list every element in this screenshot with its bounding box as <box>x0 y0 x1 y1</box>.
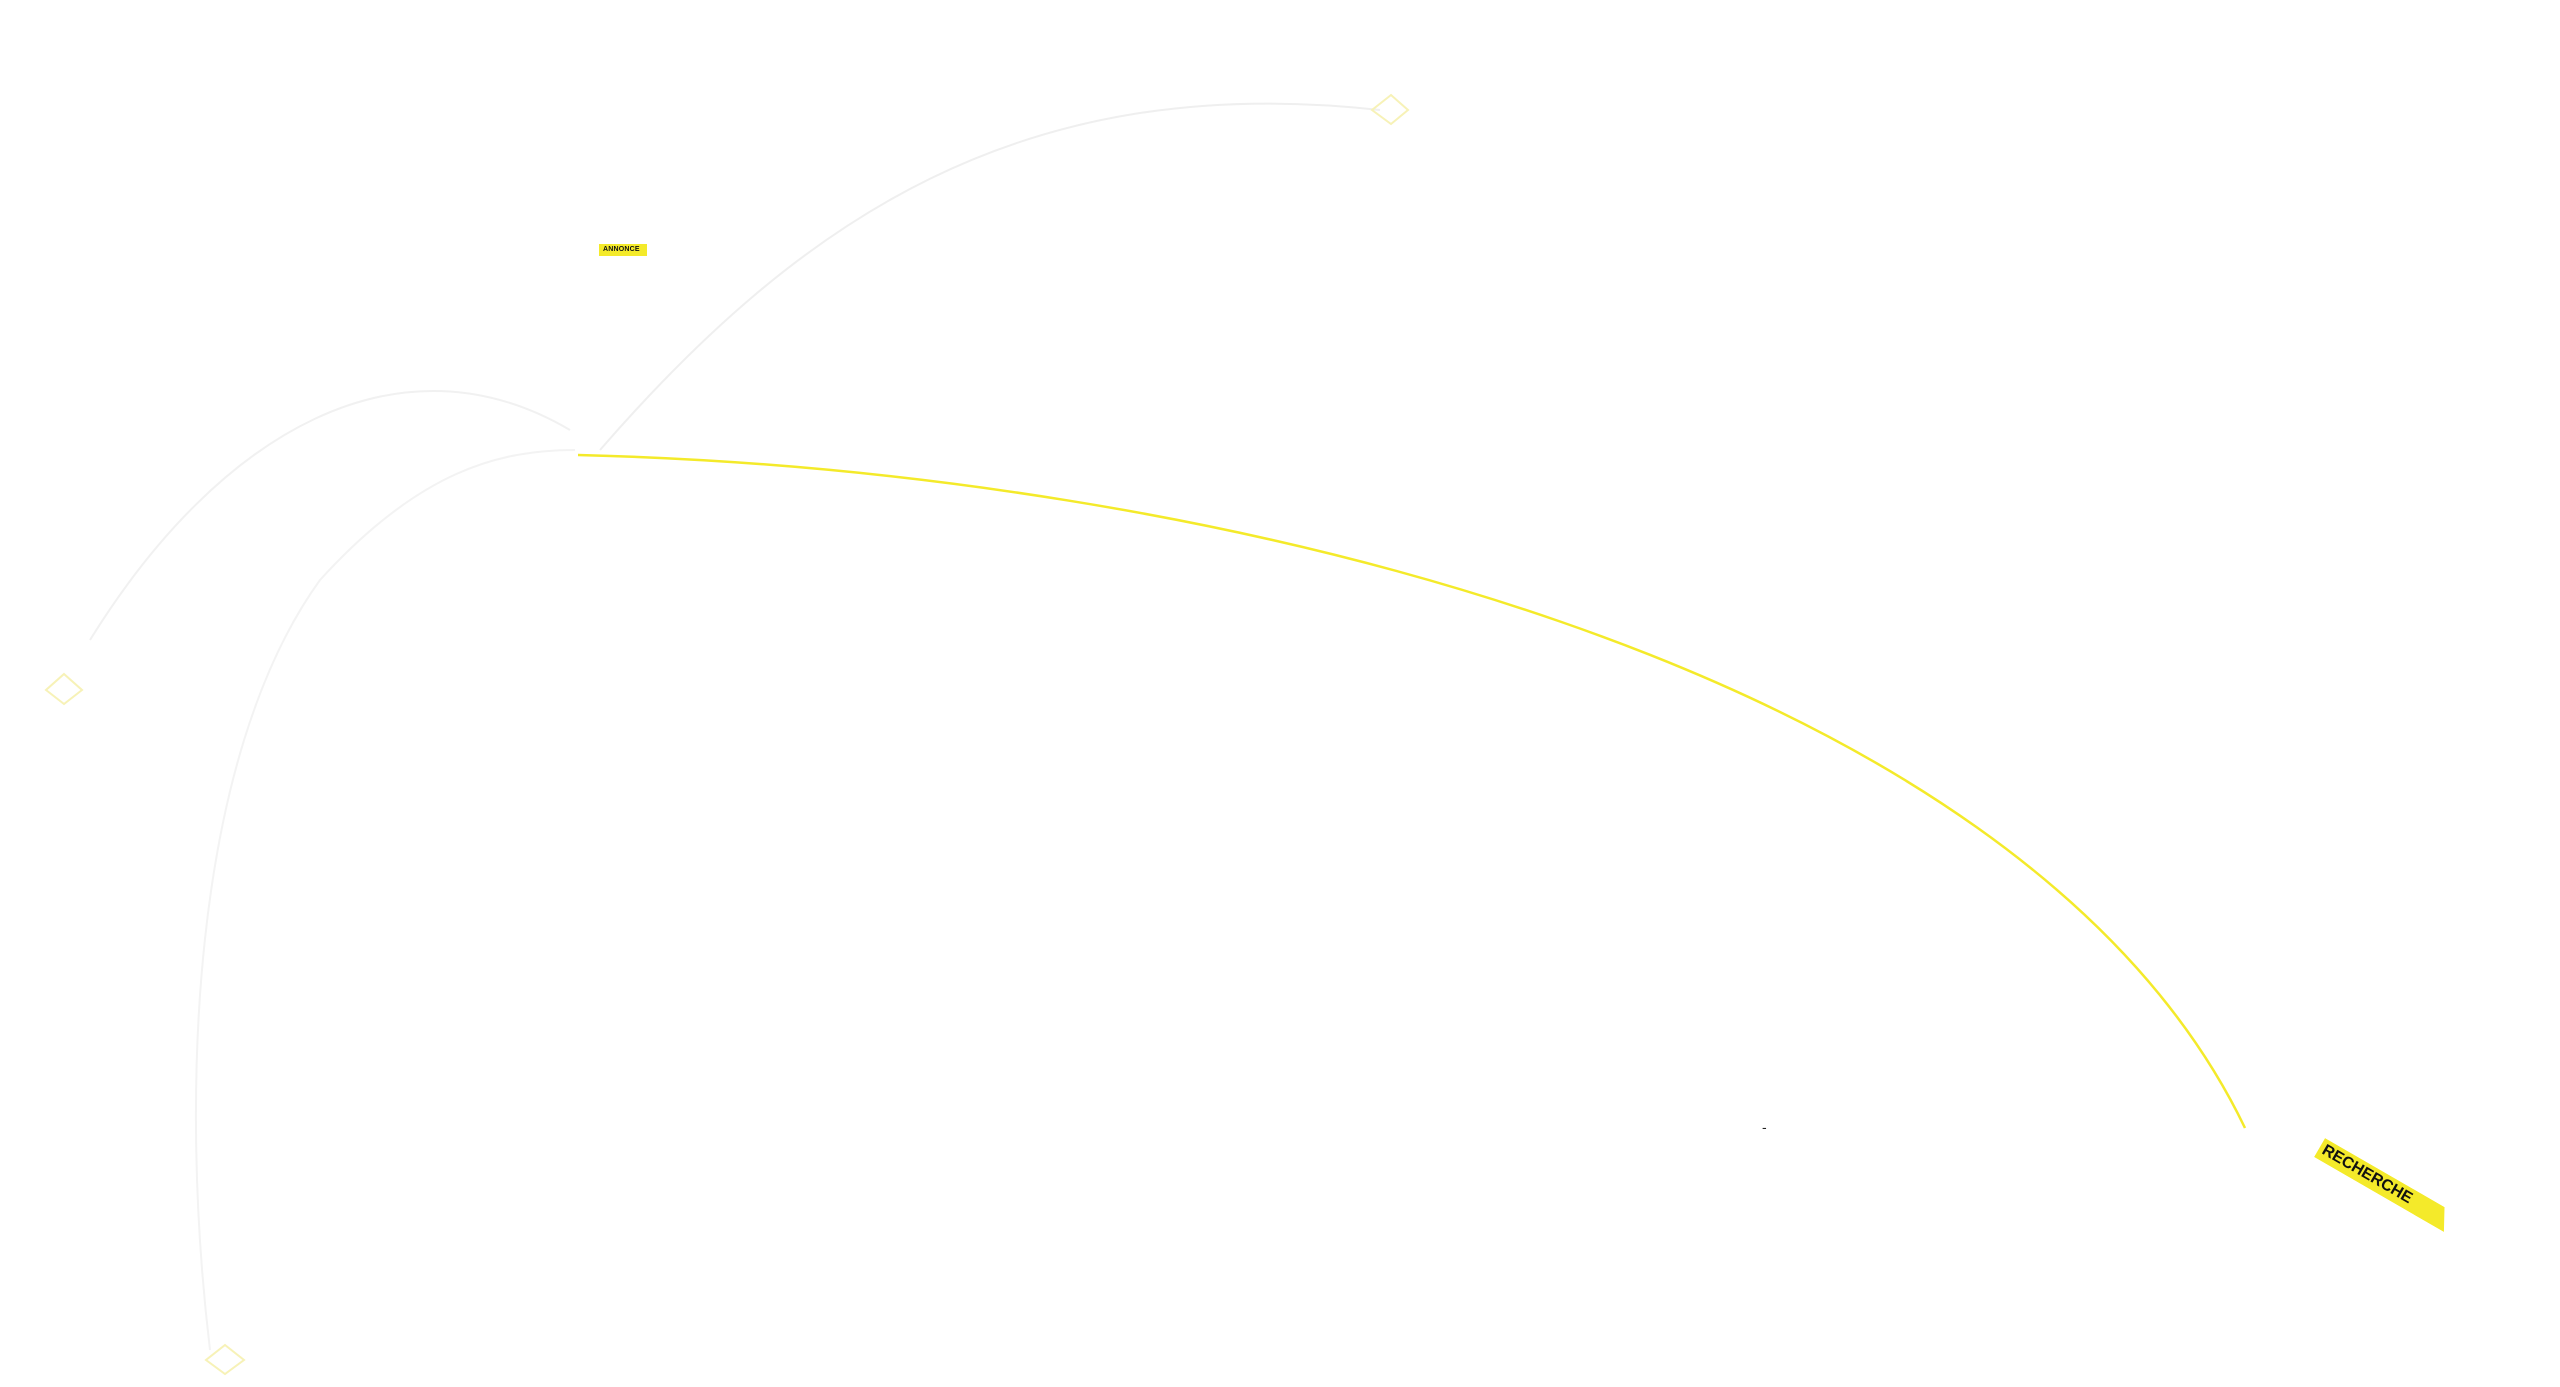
dash-mark: - <box>1762 1119 1767 1135</box>
faint-curve-long-left <box>194 449 576 1351</box>
diamond-node-left <box>44 672 84 706</box>
diamond-node-top-right <box>1370 93 1410 126</box>
annonce-label: ANNONCE <box>599 244 647 256</box>
faint-curve-top <box>599 102 1381 451</box>
yellow-curve <box>577 453 2247 1129</box>
faint-curve-left <box>89 389 571 641</box>
diamond-node-bottom-left <box>204 1343 246 1376</box>
